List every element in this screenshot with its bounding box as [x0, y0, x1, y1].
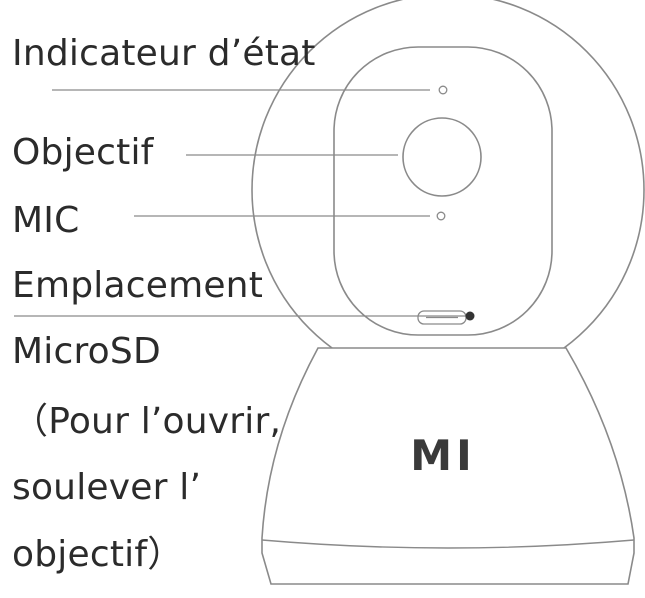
microsd-pointer-dot: [465, 311, 475, 321]
camera-base-seam: [261, 539, 635, 549]
label-status-indicator: Indicateur d’état: [12, 33, 316, 74]
status-indicator-dot: [438, 85, 448, 95]
label-microsd-line5: objectif）: [12, 534, 184, 575]
label-microsd-line1: Emplacement: [12, 265, 264, 306]
mi-logo: MI: [410, 431, 475, 480]
label-microsd-line3: （Pour l’ouvrir,: [12, 401, 282, 442]
label-microsd-line2: MicroSD: [12, 331, 161, 372]
label-mic: MIC: [12, 200, 80, 241]
camera-base-outline: [261, 347, 635, 585]
label-lens: Objectif: [12, 132, 154, 173]
mic-hole: [436, 211, 446, 221]
lens-outline: [402, 117, 482, 197]
label-microsd-line4: soulever l’: [12, 467, 202, 508]
microsd-slot: [417, 310, 467, 325]
